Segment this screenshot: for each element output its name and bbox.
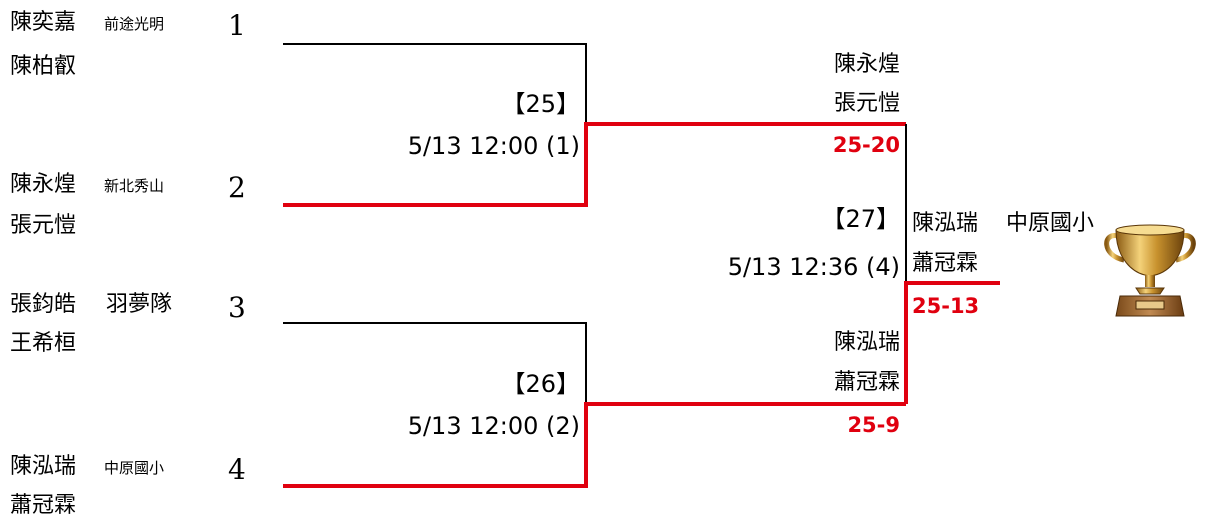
line-seed2-winner — [283, 122, 906, 207]
match25-score: 25-20 — [832, 133, 900, 157]
seed3-player2: 王希桓 — [10, 331, 77, 356]
match27-score: 25-13 — [912, 294, 980, 318]
match25-winner-player2: 張元愷 — [833, 91, 900, 116]
seed4-player2: 蕭冠霖 — [10, 493, 77, 518]
match26-score: 25-9 — [847, 413, 900, 437]
trophy-icon — [1104, 224, 1196, 317]
line-seed4-winner — [283, 402, 906, 488]
seed4-number: 4 — [228, 453, 246, 486]
seed1-player2: 陳柏叡 — [10, 54, 77, 79]
seed3-team: 羽夢隊 — [106, 292, 173, 317]
line-seed3 — [283, 322, 587, 404]
match27-time: 5/13 12:36 (4) — [727, 253, 900, 281]
seed3-player1: 張鈞皓 — [10, 292, 77, 317]
seed2-team: 新北秀山 — [104, 177, 165, 195]
match26-time: 5/13 12:00 (2) — [407, 412, 580, 440]
match26-winner-player1: 陳泓瑞 — [833, 330, 900, 355]
champion-player1: 陳泓瑞 — [912, 211, 979, 236]
seed1-number: 1 — [228, 9, 246, 42]
match25-time: 5/13 12:00 (1) — [407, 132, 580, 160]
champion-team: 中原國小 — [1006, 211, 1095, 236]
line-final-winner — [904, 281, 1000, 404]
seed4-player1: 陳泓瑞 — [10, 454, 77, 479]
match27-number: 【27】 — [821, 205, 900, 233]
seed3-number: 3 — [228, 291, 246, 324]
seed2-player1: 陳永煌 — [10, 172, 77, 197]
champion-player2: 蕭冠霖 — [912, 251, 979, 276]
match25-winner-player1: 陳永煌 — [833, 52, 900, 77]
seed2-player2: 張元愷 — [10, 213, 77, 238]
line-seed1 — [283, 43, 587, 124]
match25-number: 【25】 — [501, 90, 580, 118]
match26-winner-player2: 蕭冠霖 — [833, 370, 900, 395]
seed1-team: 前途光明 — [104, 15, 165, 33]
match26-number: 【26】 — [501, 370, 580, 398]
seed1-player1: 陳奕嘉 — [10, 10, 77, 35]
seed4-team: 中原國小 — [104, 459, 165, 477]
seed2-number: 2 — [228, 171, 246, 204]
